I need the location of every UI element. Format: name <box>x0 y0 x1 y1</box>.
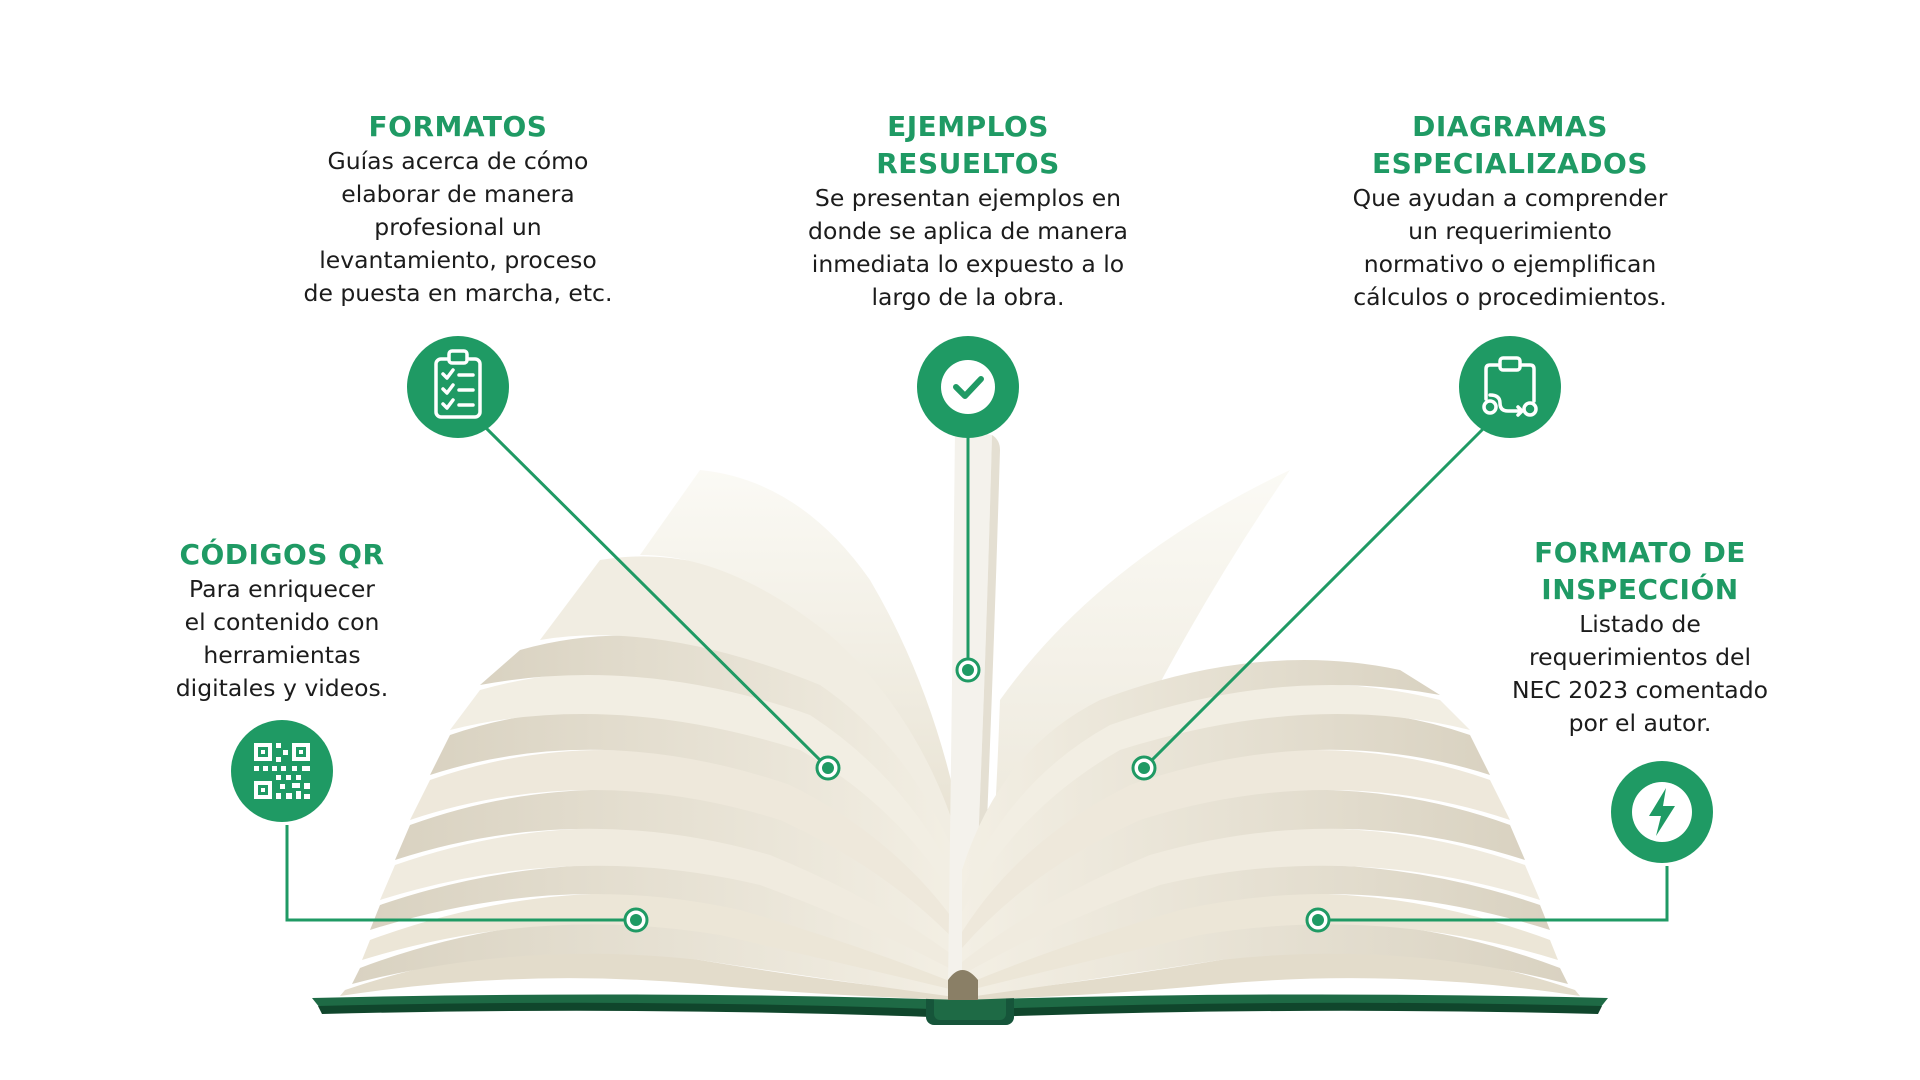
feature-description-formatos: Guías acerca de cómo elaborar de manera … <box>303 147 613 307</box>
check-circle-icon <box>917 336 1019 438</box>
connector-codigos-qr <box>285 825 636 922</box>
feature-diagramas: DIAGRAMAS ESPECIALIZADOS Que ayudan a co… <box>1310 108 1710 314</box>
feature-formatos: FORMATOS Guías acerca de cómo elaborar d… <box>278 108 638 310</box>
clipboard-flow-icon <box>1459 336 1561 438</box>
dot-diagramas <box>1131 755 1157 781</box>
feature-title-diagramas: DIAGRAMAS ESPECIALIZADOS <box>1371 110 1649 180</box>
feature-description-diagramas: Que ayudan a comprender un requerimiento… <box>1352 184 1668 311</box>
clipboard-checklist-icon <box>407 336 509 438</box>
connector-formatos <box>483 425 830 770</box>
feature-formato-inspeccion: FORMATO DE INSPECCIÓN Listado de requeri… <box>1470 534 1810 740</box>
qr-code-icon <box>231 720 333 822</box>
connector-lines <box>285 425 1669 922</box>
feature-title-ejemplos-resueltos: EJEMPLOS RESUELTOS <box>876 110 1060 180</box>
book-right-pages <box>962 660 1580 1000</box>
feature-title-codigos-qr: CÓDIGOS QR <box>179 538 385 571</box>
feature-ejemplos-resueltos: EJEMPLOS RESUELTOS Se presentan ejemplos… <box>768 108 1168 314</box>
feature-description-formato-inspeccion: Listado de requerimientos del NEC 2023 c… <box>1511 610 1769 737</box>
feature-codigos-qr: CÓDIGOS QR Para enriquecer el contenido … <box>122 536 442 705</box>
connector-dots <box>623 657 1331 933</box>
feature-description-codigos-qr: Para enriquecer el contenido con herrami… <box>175 575 389 702</box>
dot-ejemplos <box>955 657 981 683</box>
feature-description-ejemplos-resueltos: Se presentan ejemplos en donde se aplica… <box>808 184 1128 311</box>
feature-title-formato-inspeccion: FORMATO DE INSPECCIÓN <box>1534 536 1746 606</box>
book-spine <box>948 970 978 1000</box>
dot-formato-inspeccion <box>1305 907 1331 933</box>
lightning-bolt-icon <box>1611 761 1713 863</box>
dot-formatos <box>815 755 841 781</box>
connector-diagramas <box>1142 425 1487 770</box>
feature-title-formatos: FORMATOS <box>368 110 548 143</box>
dot-codigos-qr <box>623 907 649 933</box>
connector-formato-inspeccion <box>1318 866 1669 922</box>
